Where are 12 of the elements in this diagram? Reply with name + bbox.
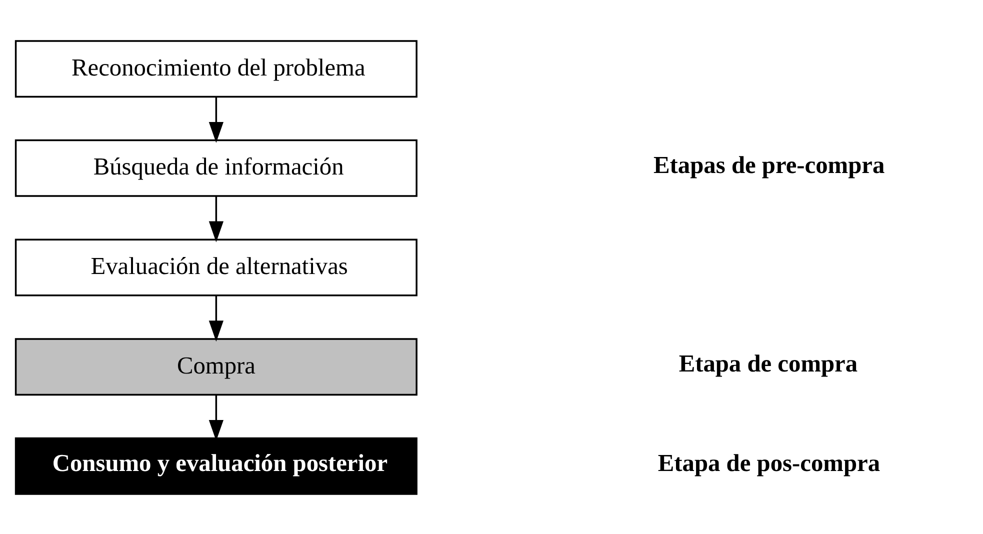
- arrow: [208, 96, 224, 142]
- node-box: Reconocimiento del problema: [14, 40, 418, 98]
- arrow: [208, 294, 224, 342]
- node-box: Compra: [14, 338, 418, 396]
- label: Etapa de compra: [678, 350, 858, 378]
- arrow: [208, 196, 224, 242]
- node-box: Búsqueda de información: [14, 138, 418, 196]
- node-box: Evaluación de alternativas: [14, 238, 418, 296]
- label: Etapa de pos-compra: [658, 449, 880, 476]
- label: Etapas de pre-compra: [654, 151, 885, 178]
- node-box: Consumo y evaluación posterior: [14, 436, 418, 494]
- arrow: [208, 394, 224, 440]
